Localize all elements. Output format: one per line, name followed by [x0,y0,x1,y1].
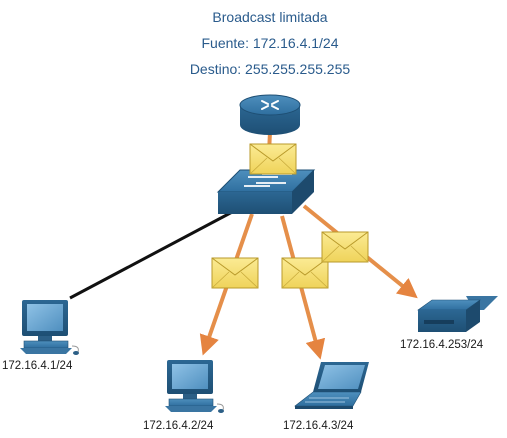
router-icon [239,94,301,135]
pc1-ip-label: 172.16.4.1/24 [2,360,73,372]
envelope-icon [321,231,369,263]
source-address: Fuente: 172.16.4.1/24 [201,35,339,51]
ethernet-link-pc1 [69,208,237,300]
laptop-icon [294,362,369,409]
envelope-icon [249,143,297,175]
pc2-ip-label: 172.16.4.2/24 [143,420,214,432]
destination-address: Destino: 255.255.255.255 [189,61,351,77]
laptop-ip-label: 172.16.4.3/24 [283,420,354,432]
desktop-pc-1 [20,300,79,355]
printer-ip-label: 172.16.4.253/24 [400,339,484,351]
switch-icon [216,169,316,214]
envelope-icon [211,257,259,289]
desktop-pc-2 [165,360,224,413]
envelope-icon [281,257,329,289]
diagram-title-block: Broadcast limitada Fuente: 172.16.4.1/24… [170,4,370,82]
printer-icon [417,296,498,332]
diagram-title: Broadcast limitada [212,9,328,25]
